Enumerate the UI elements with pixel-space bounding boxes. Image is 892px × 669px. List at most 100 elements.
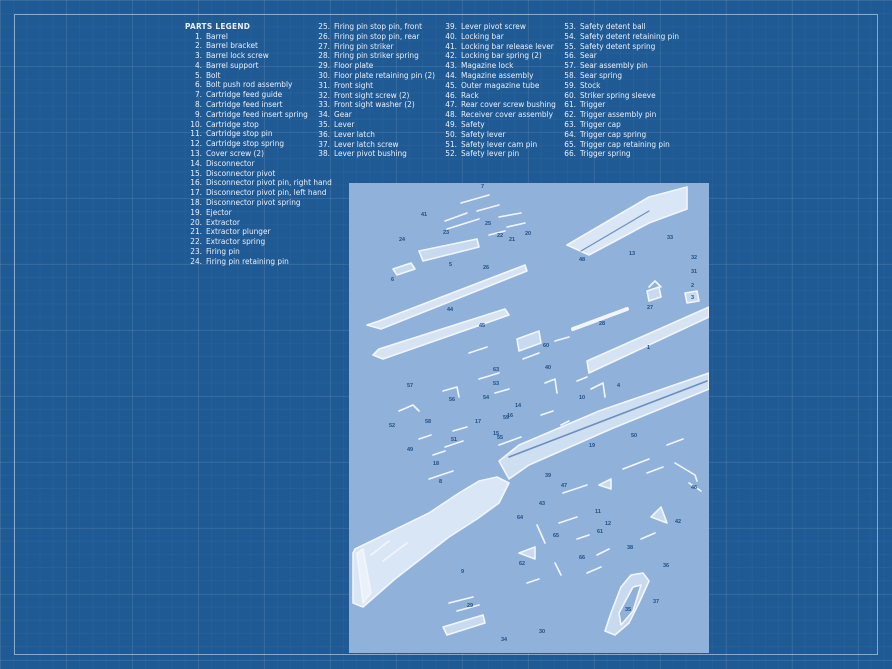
callout-3: 3 — [691, 295, 694, 301]
legend-item-label: Safety detent spring — [580, 40, 656, 51]
legend-item-label: Locking bar — [461, 30, 504, 41]
callout-10: 10 — [579, 395, 585, 401]
legend-item: 60.Striker spring sleeve — [559, 90, 679, 101]
legend-item-label: Barrel support — [206, 59, 259, 70]
legend-item: 66.Trigger spring — [559, 149, 679, 159]
legend-item-label: Barrel — [206, 30, 228, 41]
callout-32: 32 — [691, 255, 697, 261]
callout-8: 8 — [439, 479, 442, 485]
legend-item: 7.Cartridge feed guide — [185, 89, 332, 100]
legend-item: 21.Extractor plunger — [185, 227, 332, 237]
part-magazine-assembly — [366, 264, 528, 330]
callout-50: 50 — [631, 433, 637, 439]
legend-item-number: 61. — [564, 99, 576, 110]
callout-13: 13 — [629, 251, 635, 257]
callout-51: 51 — [451, 437, 457, 443]
part-outer-magazine-tube — [372, 308, 510, 360]
legend-item-number: 63. — [564, 118, 576, 129]
legend-item-label: Cartridge feed insert — [206, 99, 283, 110]
callout-48: 48 — [579, 257, 585, 263]
legend-item-number: 5. — [194, 69, 202, 80]
legend-item-label: Safety detent ball — [580, 21, 646, 31]
legend-item: 25.Firing pin stop pin, front — [313, 21, 435, 32]
legend-item: 33.Front sight washer (2) — [313, 100, 435, 110]
legend-item-label: Sear spring — [580, 69, 623, 80]
legend-item-number: 50. — [445, 128, 457, 139]
callout-41: 41 — [421, 212, 427, 218]
callout-35: 35 — [625, 607, 631, 613]
legend-item-label: Cover screw (2) — [206, 148, 264, 159]
legend-item: 57.Sear assembly pin — [559, 60, 679, 71]
legend-item-number: 18. — [190, 197, 202, 208]
legend-item: 53.Safety detent ball — [559, 21, 679, 32]
legend-item: 63.Trigger cap — [559, 118, 679, 130]
callout-53: 53 — [493, 381, 499, 387]
legend-item-number: 66. — [564, 148, 576, 159]
legend-item: 58. Sear spring — [559, 69, 679, 81]
legend-item-number: 56. — [564, 50, 576, 61]
legend-item-number: 64. — [564, 128, 576, 139]
legend-item-number: 4. — [194, 59, 202, 70]
legend-item: 47.Rear cover screw bushing — [440, 100, 556, 110]
part-barrel — [586, 306, 709, 374]
callout-31: 31 — [691, 269, 697, 275]
callout-59: 59 — [503, 415, 509, 421]
callout-22: 22 — [497, 233, 503, 239]
legend-item-label: Cartridge stop pin — [206, 128, 273, 139]
legend-item-label: Disconnector pivot pin, right hand — [206, 177, 332, 188]
callout-45: 45 — [479, 323, 485, 329]
legend-item-number: 28. — [318, 50, 330, 61]
legend-item-number: 58. — [564, 69, 576, 80]
callout-58: 58 — [425, 419, 431, 425]
callout-44: 44 — [447, 307, 454, 313]
callout-1: 1 — [647, 345, 650, 351]
legend-item: 30.Floor plate retaining pin (2) — [313, 70, 435, 81]
callout-55: 55 — [497, 435, 503, 441]
legend-item-number: 39. — [445, 21, 457, 31]
legend-item: 44.Magazine assembly — [440, 69, 556, 81]
legend-item: 49.Safety — [440, 119, 556, 130]
callout-28: 28 — [599, 321, 605, 327]
callout-66: 66 — [579, 555, 585, 561]
legend-item-label: Extractor — [206, 216, 240, 227]
callout-39: 39 — [545, 473, 551, 479]
callout-25: 25 — [485, 221, 491, 227]
callout-56: 56 — [449, 397, 455, 403]
part-bolt-push-rod — [392, 262, 416, 276]
legend-item-label: Locking bar release lever — [461, 40, 554, 51]
legend-item: 40.Locking bar — [440, 30, 556, 42]
callout-43: 43 — [539, 501, 545, 507]
legend-item-number: 62. — [564, 109, 576, 120]
legend-item: 6.Bolt push rod assembly — [185, 80, 332, 90]
legend-item-label: Firing pin stop pin, front — [334, 21, 422, 31]
legend-item-number: 44. — [445, 69, 457, 80]
legend-item: 45.Outer magazine tube — [440, 79, 556, 91]
callout-27: 27 — [647, 305, 653, 311]
legend-item-label: Safety lever — [461, 128, 506, 139]
legend-item: 59.Stock — [559, 80, 679, 91]
legend-item: 24.Firing pin retaining pin — [185, 256, 332, 267]
legend-item-label: Lever — [334, 118, 355, 129]
callout-62: 62 — [519, 561, 525, 567]
callout-54: 54 — [483, 395, 490, 401]
legend-item-number: 46. — [445, 89, 457, 100]
legend-item-label: Lever pivot screw — [461, 21, 526, 31]
legend-item-label: Floor plate — [334, 60, 374, 71]
legend-item-label: Barrel lock screw — [206, 50, 269, 61]
callout-5: 5 — [449, 262, 452, 268]
legend-item-number: 23. — [190, 246, 202, 257]
callout-47: 47 — [561, 483, 567, 489]
legend-item: 26.Firing pin stop pin, rear — [313, 31, 435, 42]
legend-item-label: Disconnector pivot spring — [206, 197, 301, 208]
legend-item-label: Outer magazine tube — [461, 79, 540, 90]
legend-item-number: 36. — [318, 128, 330, 139]
legend-item-label: Lever pivot bushing — [334, 148, 407, 159]
callout-17: 17 — [475, 419, 481, 425]
legend-item: 62.Trigger assembly pin — [559, 109, 679, 120]
legend-item-number: 57. — [564, 60, 576, 71]
legend-item-number: 52. — [445, 148, 457, 159]
legend-item: 9.Cartridge feed insert spring — [185, 109, 332, 120]
legend-item-label: Front sight — [334, 79, 374, 90]
callout-20: 20 — [525, 231, 531, 237]
